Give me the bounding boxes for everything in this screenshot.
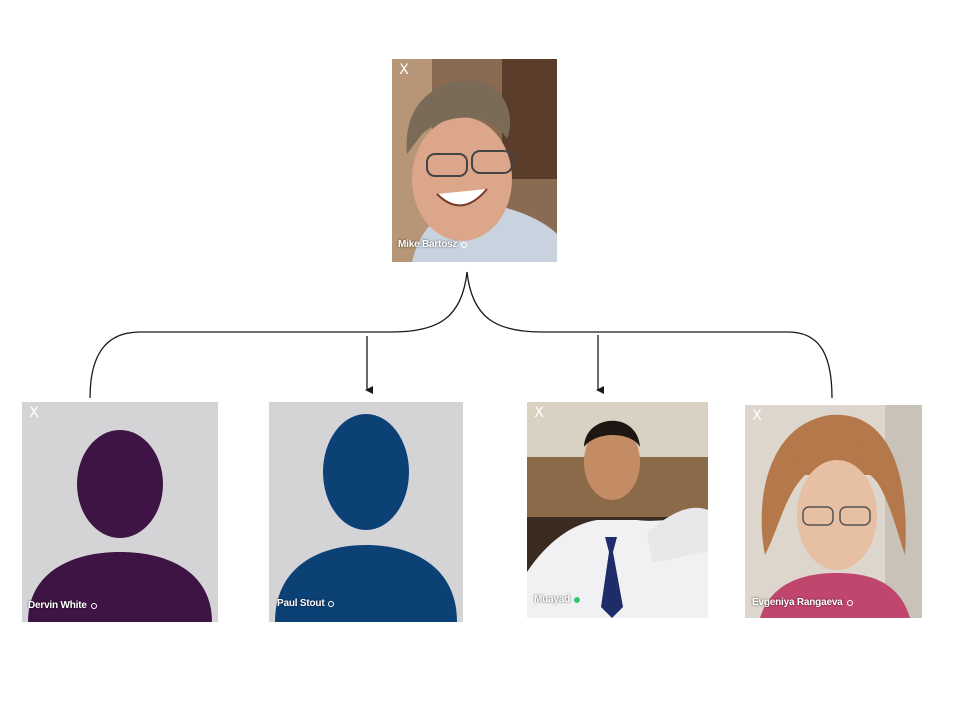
report-name-row: Evgeniya Rangaeva <box>752 597 853 608</box>
manager-name-row: Mike Bartosz <box>398 239 468 250</box>
report-card-evgeniya-rangaeva[interactable]: X Evgeniya Rangaeva <box>745 405 922 618</box>
connector-right-branch <box>466 271 833 399</box>
report-card-dervin-white[interactable]: X Dervin White <box>22 402 218 622</box>
close-icon[interactable]: X <box>29 405 39 421</box>
default-avatar-icon <box>22 402 218 622</box>
report-name-row: Paul Stout <box>277 598 335 609</box>
status-indicator-icon <box>461 241 468 248</box>
report-name: Muayad <box>534 594 571 605</box>
report-name: Dervin White <box>28 600 87 611</box>
report-name-row: Muayad <box>534 594 581 605</box>
report-photo <box>745 405 922 618</box>
status-indicator-icon <box>328 600 335 607</box>
report-photo <box>527 402 708 618</box>
connector-left-branch <box>89 271 468 399</box>
default-avatar-icon <box>269 402 463 622</box>
report-card-paul-stout[interactable]: Paul Stout <box>269 402 463 622</box>
close-icon[interactable]: X <box>752 408 762 424</box>
status-indicator-icon <box>574 596 581 603</box>
status-indicator-icon <box>90 602 97 609</box>
close-icon[interactable]: X <box>534 405 544 421</box>
report-name: Evgeniya Rangaeva <box>752 597 843 608</box>
close-icon[interactable]: X <box>399 62 409 78</box>
status-indicator-icon <box>846 599 853 606</box>
report-card-muayad[interactable]: X Muayad <box>527 402 708 618</box>
manager-card[interactable]: X Mike Bartosz <box>392 59 557 262</box>
report-name: Paul Stout <box>277 598 325 609</box>
manager-name: Mike Bartosz <box>398 239 458 250</box>
manager-photo <box>392 59 557 262</box>
report-name-row: Dervin White <box>28 600 97 611</box>
